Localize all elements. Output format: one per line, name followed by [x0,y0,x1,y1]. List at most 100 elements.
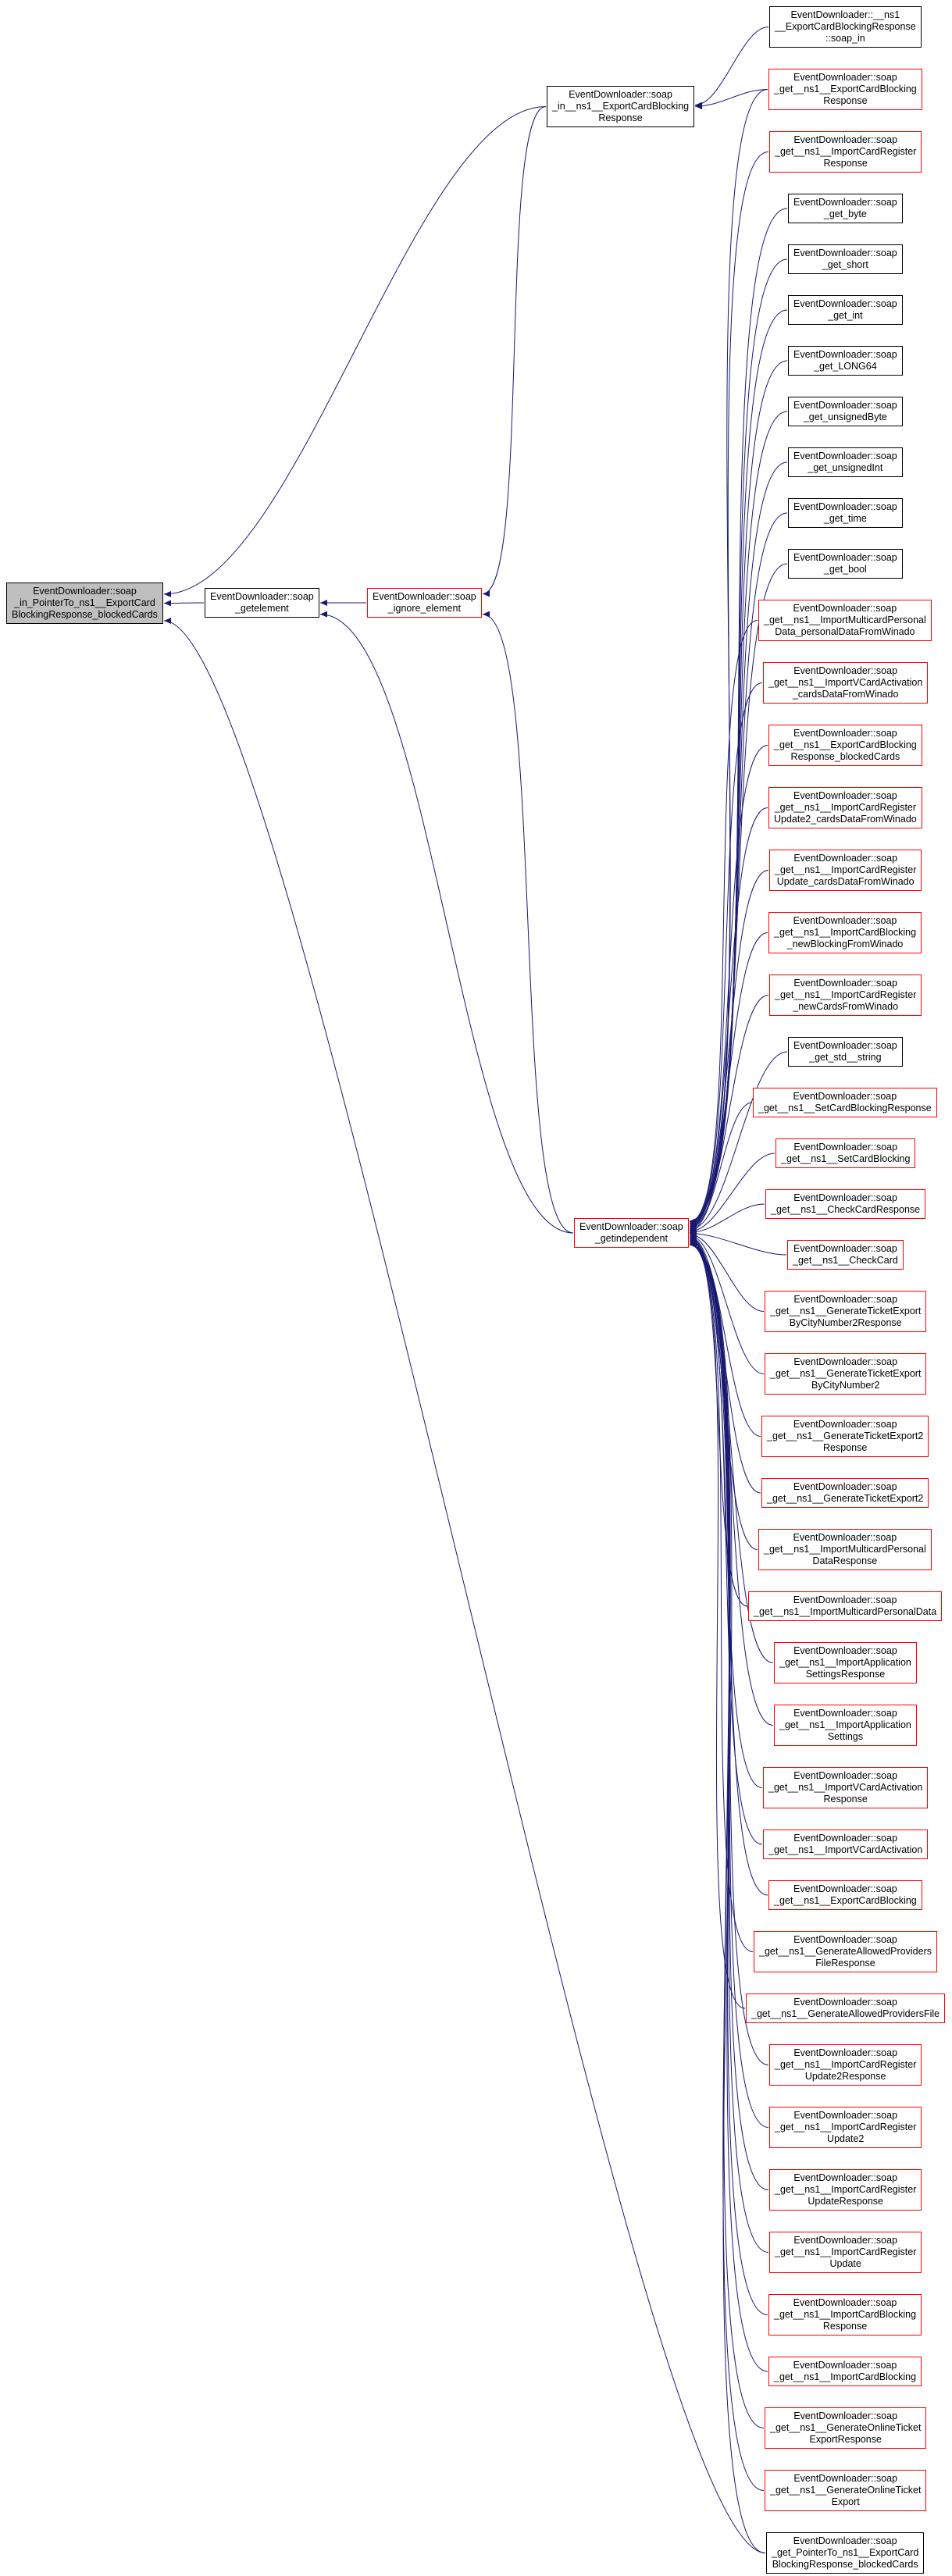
node-label-line: _get__ns1__GenerateAllowedProvidersFile [751,2008,940,2019]
node-label-line: EventDownloader::soap [793,1192,897,1203]
graph-node-get-icreg-resp[interactable]: EventDownloader::soap_get__ns1__ImportCa… [769,131,922,173]
graph-node-get-ubyte[interactable]: EventDownloader::soap_get_unsignedByte [788,397,903,426]
node-label-line: _in_PointerTo_ns1__ExportCard [14,597,155,608]
graph-node-get-icb-newblocking[interactable]: EventDownloader::soap_get__ns1__ImportCa… [768,912,922,953]
node-label-line: EventDownloader::soap [793,298,897,309]
graph-node-get-ivca[interactable]: EventDownloader::soap_get__ns1__ImportVC… [763,1830,929,1859]
node-label-line: EventDownloader::soap [793,248,897,258]
node-label-line: EventDownloader::soap [793,451,897,461]
node-label-line: EventDownloader::soap [793,1645,897,1656]
graph-node-ignore-element[interactable]: EventDownloader::soap_ignore_element [367,588,482,618]
graph-node-get-gapf[interactable]: EventDownloader::soap_get__ns1__Generate… [746,1993,946,2023]
graph-node-get-ivca-cards[interactable]: EventDownloader::soap_get__ns1__ImportVC… [763,662,929,704]
graph-node-get-time[interactable]: EventDownloader::soap_get_time [788,498,903,528]
node-label-line: Update [829,2258,861,2269]
node-label-line: Update2 [827,2133,865,2144]
graph-node-get-scb[interactable]: EventDownloader::soap_get__ns1__SetCardB… [776,1138,916,1168]
graph-node-get-ecb[interactable]: EventDownloader::soap_get__ns1__ExportCa… [768,1880,922,1910]
graph-node-get-ivca-resp[interactable]: EventDownloader::soap_get__ns1__ImportVC… [763,1767,929,1808]
node-label-line: _get_unsignedByte [803,412,887,422]
graph-node-get-scb-resp[interactable]: EventDownloader::soap_get__ns1__SetCardB… [753,1088,937,1117]
node-label-line: EventDownloader::soap [793,1419,897,1430]
node-label-line: _get_LONG64 [814,361,877,372]
graph-node-in-ecbr[interactable]: EventDownloader::soap_in__ns1__ExportCar… [547,86,695,127]
call-edge-get-cc-to-getindependent [689,1230,787,1256]
graph-node-get-icru2-resp[interactable]: EventDownloader::soap_get__ns1__ImportCa… [769,2044,922,2086]
node-label-line: _get__ns1__GenerateTicketExport2 [767,1493,924,1504]
graph-node-get-short[interactable]: EventDownloader::soap_get_short [788,244,903,274]
call-edge-get-stdstring-to-getindependent [689,1051,788,1233]
node-label-line: EventDownloader::soap [793,1481,897,1492]
graph-node-get-gtebcn2[interactable]: EventDownloader::soap_get__ns1__Generate… [765,1353,927,1395]
node-label-line: EventDownloader::soap [793,1532,897,1543]
node-label-line: EventDownloader::soap [210,591,314,602]
call-edge-get-gote-resp-to-getindependent [689,1242,765,2428]
graph-node-get-ias-resp[interactable]: EventDownloader::soap_get__ns1__ImportAp… [774,1642,917,1683]
node-label-line: EventDownloader::soap [793,1356,898,1367]
graph-node-getindependent[interactable]: EventDownloader::soap_getindependent [574,1218,689,1248]
graph-node-get-gote-resp[interactable]: EventDownloader::soap_get__ns1__Generate… [765,2407,927,2449]
graph-node-get-impd-resp[interactable]: EventDownloader::soap_get__ns1__ImportMu… [758,1529,932,1570]
node-label-line: Update_cardsDataFromWinado [776,876,915,887]
node-label-line: EventDownloader::soap [793,72,897,83]
node-label-line: EventDownloader::soap [793,665,898,676]
node-label-line: _get__ns1__ImportCardBlocking [774,927,917,938]
node-label-line: EventDownloader::soap [793,1708,897,1719]
node-label-line: _get__ns1__GenerateTicketExport2 [767,1431,924,1441]
graph-node-get-icru2[interactable]: EventDownloader::soap_get__ns1__ImportCa… [769,2107,922,2148]
graph-node-get-cc[interactable]: EventDownloader::soap_get__ns1__CheckCar… [787,1240,904,1270]
graph-node-in-ptr: EventDownloader::soap_in_PointerTo_ns1__… [6,583,163,624]
node-label-line: _get__ns1__SetCardBlockingResponse [758,1103,932,1113]
graph-node-get-ptr[interactable]: EventDownloader::soap_get_PointerTo_ns1_… [766,2532,925,2574]
graph-node-get-gte2[interactable]: EventDownloader::soap_get__ns1__Generate… [761,1478,929,1508]
graph-node-get-ecbr[interactable]: EventDownloader::soap_get__ns1__ExportCa… [768,69,922,110]
node-label-line: EventDownloader::soap [793,1594,897,1605]
node-label-line: SettingsResponse [805,1669,886,1680]
node-label-line: DataResponse [812,1555,878,1566]
graph-node-get-int[interactable]: EventDownloader::soap_get_int [788,295,903,325]
graph-node-get-ias[interactable]: EventDownloader::soap_get__ns1__ImportAp… [774,1705,917,1746]
node-label-line: _get__ns1__CheckCardResponse [771,1204,921,1215]
graph-node-get-gote[interactable]: EventDownloader::soap_get__ns1__Generate… [765,2470,927,2511]
node-label-line: _get__ns1__ImportCardRegister [775,989,917,1000]
graph-node-getelement[interactable]: EventDownloader::soap_getelement [205,588,319,618]
graph-node-cls-soap-in[interactable]: EventDownloader::__ns1__ExportCardBlocki… [769,6,922,48]
graph-node-get-impd[interactable]: EventDownloader::soap_get__ns1__ImportMu… [748,1591,943,1621]
graph-node-get-cc-resp[interactable]: EventDownloader::soap_get__ns1__CheckCar… [765,1189,926,1219]
node-label-line: _get_byte [823,208,867,219]
node-label-line: _cardsDataFromWinado [792,689,899,700]
node-label-line: Response [823,1794,868,1805]
call-edge-get-gtebcn2-to-getindependent [689,1232,765,1374]
node-label-line: _get__ns1__ImportMulticardPersonal [764,1544,926,1555]
call-edge-get-gtebcn2-resp-to-getindependent [689,1231,765,1312]
graph-node-get-uint[interactable]: EventDownloader::soap_get_unsignedInt [788,447,903,477]
graph-node-get-icru-cards[interactable]: EventDownloader::soap_get__ns1__ImportCa… [769,850,922,891]
graph-node-get-icru2-cards[interactable]: EventDownloader::soap_get__ns1__ImportCa… [768,787,922,828]
graph-node-get-icreg-newcards[interactable]: EventDownloader::soap_get__ns1__ImportCa… [769,974,922,1016]
node-label-line: EventDownloader::soap [793,978,898,989]
graph-node-get-icru[interactable]: EventDownloader::soap_get__ns1__ImportCa… [769,2232,922,2273]
graph-node-get-icb-resp[interactable]: EventDownloader::soap_get__ns1__ImportCa… [768,2294,922,2336]
node-label-line: _get__ns1__ImportCardRegister [774,802,917,813]
node-label-line: EventDownloader::soap [793,1997,897,2008]
call-edge-cls-soap-in-to-in-ecbr [694,27,769,109]
node-label-line: EventDownloader::soap [793,2473,898,2484]
node-label-line: _get__ns1__GenerateTicketExport [770,1306,922,1317]
graph-node-get-ecbr-blocked[interactable]: EventDownloader::soap_get__ns1__ExportCa… [768,725,922,766]
graph-node-get-bool[interactable]: EventDownloader::soap_get_bool [788,549,903,579]
node-label-line: _get__ns1__ImportVCardActivation [768,1782,923,1793]
node-label-line: _get__ns1__GenerateTicketExport [770,1368,922,1379]
call-edge-in-ecbr-to-in-ptr [163,106,547,597]
graph-node-get-gte2-resp[interactable]: EventDownloader::soap_get__ns1__Generate… [761,1416,929,1457]
graph-node-get-long64[interactable]: EventDownloader::soap_get_LONG64 [788,346,903,376]
graph-node-get-byte[interactable]: EventDownloader::soap_get_byte [788,194,903,223]
graph-node-get-icru-resp[interactable]: EventDownloader::soap_get__ns1__ImportCa… [769,2169,922,2211]
graph-node-get-impd-pdata[interactable]: EventDownloader::soap_get__ns1__ImportMu… [758,600,932,641]
graph-node-get-icb[interactable]: EventDownloader::soap_get__ns1__ImportCa… [768,2357,922,2386]
graph-node-get-stdstring[interactable]: EventDownloader::soap_get_std__string [788,1037,903,1067]
node-label-line: _get_bool [823,564,867,575]
call-edge-get-icb-newblocking-to-getindependent [689,932,768,1231]
node-label-line: Export [831,2496,860,2507]
graph-node-get-gapf-resp[interactable]: EventDownloader::soap_get__ns1__Generate… [754,1931,937,1972]
graph-node-get-gtebcn2-resp[interactable]: EventDownloader::soap_get__ns1__Generate… [765,1291,927,1332]
